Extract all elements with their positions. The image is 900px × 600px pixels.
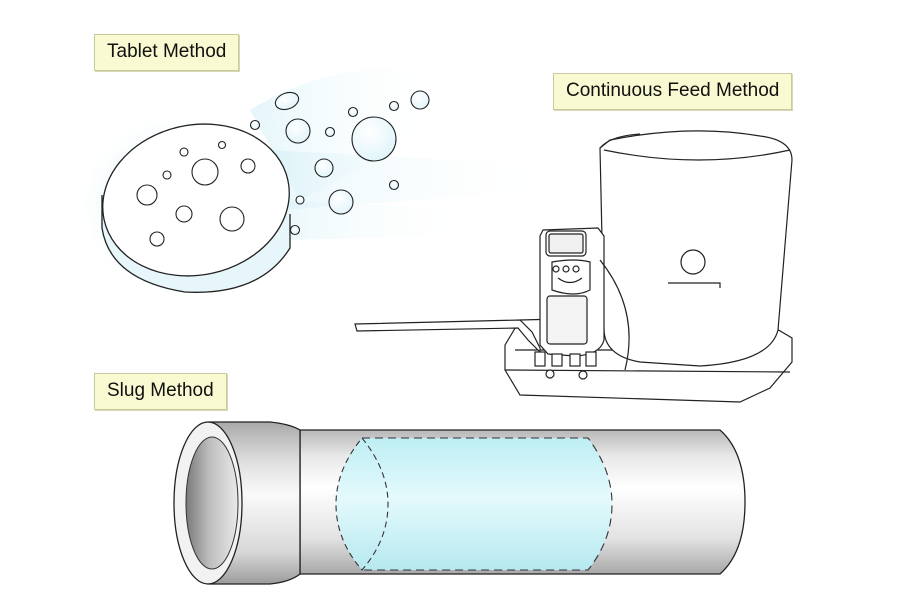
continuous-feed-method-label: Continuous Feed Method — [553, 73, 793, 110]
liquid-slug — [336, 438, 612, 570]
tablet-method-label: Tablet Method — [94, 34, 240, 71]
feed-system-illustration — [354, 130, 793, 403]
tablet-illustration — [75, 68, 560, 300]
pipe-illustration — [173, 421, 746, 585]
slug-method-label: Slug Method — [94, 373, 227, 410]
